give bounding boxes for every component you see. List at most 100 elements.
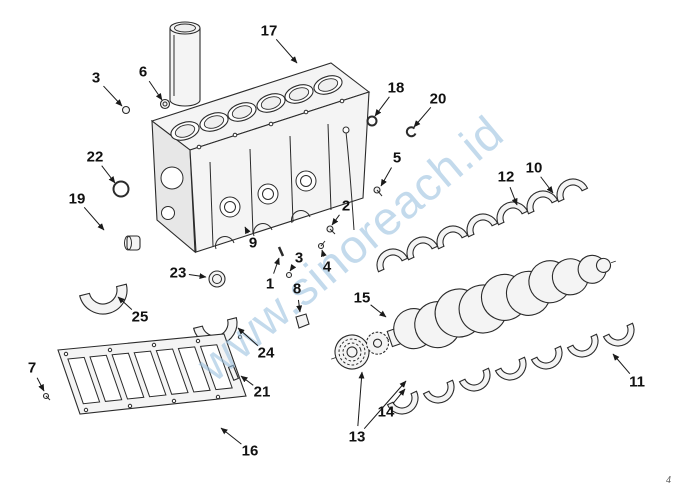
- callout-label: 15: [354, 290, 371, 307]
- callout-label: 16: [242, 443, 259, 460]
- callout-leader: [370, 304, 387, 318]
- callout-17: 17: [261, 23, 298, 64]
- callout-leader: [392, 388, 406, 404]
- callout-4: 4: [320, 249, 332, 276]
- callout-21: 21: [240, 375, 271, 401]
- part-bolt-2: [326, 225, 336, 235]
- callout-label: 5: [393, 150, 401, 167]
- callout-2: 2: [331, 198, 350, 226]
- part-bolt-3b: [285, 271, 293, 279]
- part-plug-3: [121, 105, 131, 115]
- callout-leader: [380, 167, 392, 187]
- callout-label: 2: [342, 198, 350, 215]
- callout-3: 3: [92, 70, 123, 107]
- small-parts: [42, 98, 417, 401]
- callout-16: 16: [220, 427, 259, 460]
- callout-leader: [357, 371, 365, 427]
- part-bracket-8: [295, 313, 310, 329]
- cylinder-bores: [170, 75, 343, 141]
- callout-22: 22: [87, 149, 116, 184]
- callout-leader: [289, 263, 297, 272]
- callout-15: 15: [354, 290, 387, 318]
- callout-20: 20: [413, 91, 447, 128]
- callout-6: 6: [139, 64, 163, 101]
- callout-label: 9: [249, 235, 257, 252]
- pan-gasket: [57, 333, 247, 415]
- callout-label: 10: [526, 160, 543, 177]
- callout-19: 19: [69, 191, 105, 231]
- callout-leader: [220, 427, 242, 445]
- callout-11: 11: [612, 353, 645, 391]
- callout-leader: [275, 38, 298, 64]
- callout-leader: [540, 176, 554, 194]
- bearing-shell: [401, 231, 439, 261]
- callout-8: 8: [293, 281, 303, 313]
- part-o-ring-22: [112, 180, 130, 198]
- bearing-shell: [494, 356, 532, 386]
- counterweights: [393, 258, 589, 350]
- callout-label: 24: [258, 345, 275, 362]
- callout-label: 3: [92, 70, 100, 87]
- bearing-shell: [521, 185, 559, 215]
- callout-label: 23: [170, 265, 187, 282]
- callout-1: 1: [266, 257, 280, 293]
- crankshaft: [331, 254, 617, 370]
- callout-label: 14: [378, 404, 395, 421]
- callout-label: 12: [498, 169, 515, 186]
- callout-label: 7: [28, 360, 36, 377]
- callout-label: 1: [266, 276, 274, 293]
- callout-label: 13: [349, 429, 366, 446]
- callout-leader: [240, 375, 254, 386]
- callout-label: 21: [254, 384, 271, 401]
- bearing-shell: [566, 333, 604, 363]
- callout-label: 19: [69, 191, 86, 208]
- callout-leader: [509, 187, 518, 206]
- vibration-damper: [334, 334, 370, 370]
- bearing-shell: [422, 379, 460, 409]
- callout-leader: [101, 165, 116, 184]
- callout-leader: [188, 273, 207, 280]
- callout-leader: [363, 380, 407, 430]
- part-cup-plug-19: [124, 235, 141, 251]
- bearing-shell: [530, 345, 568, 375]
- callout-9: 9: [244, 226, 257, 252]
- callout-10: 10: [526, 160, 554, 194]
- part-o-ring-18: [366, 115, 378, 127]
- callout-leader: [612, 353, 631, 374]
- part-bolt-4: [317, 240, 326, 250]
- callout-label: 3: [295, 250, 303, 267]
- callout-13: 13: [349, 371, 407, 446]
- part-pin-7: [42, 392, 51, 401]
- callout-label: 4: [323, 259, 332, 276]
- callout-leader: [244, 226, 251, 235]
- rear-flange: [577, 254, 612, 284]
- callout-7: 7: [28, 360, 45, 392]
- callout-label: 6: [139, 64, 147, 81]
- bearing-shell: [491, 196, 529, 226]
- callout-24: 24: [237, 327, 275, 362]
- callout-leader: [117, 296, 133, 310]
- callout-leader: [36, 377, 45, 392]
- bearing-shell: [458, 367, 496, 397]
- callout-label: 20: [430, 91, 447, 108]
- callout-12: 12: [498, 169, 518, 206]
- bearing-shell: [602, 322, 640, 352]
- callout-label: 8: [293, 281, 301, 298]
- bearing-cap-front: [79, 283, 128, 315]
- callout-leader: [374, 96, 390, 117]
- callout-leader: [83, 206, 105, 231]
- bearing-shell: [551, 173, 589, 203]
- callout-leader: [331, 214, 340, 226]
- callout-leader: [237, 327, 259, 347]
- callout-label: 18: [388, 80, 405, 97]
- crank-gear: [365, 331, 390, 355]
- callout-3: 3: [289, 250, 303, 272]
- callout-leader: [320, 249, 327, 258]
- block-face-details: [160, 123, 355, 250]
- engine-block: [150, 62, 371, 254]
- callout-leader: [103, 85, 123, 107]
- corner-mark: 4: [666, 475, 671, 486]
- cylinder-liner: [169, 21, 201, 107]
- deck-bolt-holes: [196, 98, 345, 150]
